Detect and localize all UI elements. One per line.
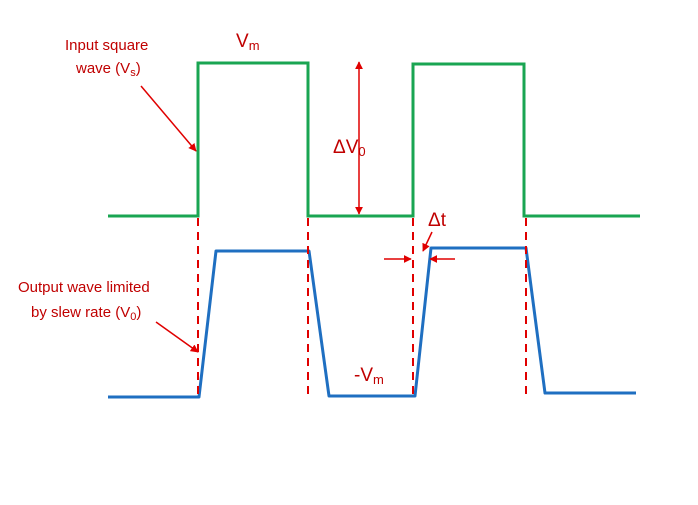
input-pointer-arrow-icon <box>140 85 197 152</box>
input-label-line1: Input square <box>65 37 148 54</box>
output-label-line2: by slew rate (V0) <box>31 304 141 323</box>
input-square-wave <box>108 61 640 218</box>
neg-vm-label: -Vm <box>354 365 384 387</box>
input-label-line2: wave (Vs) <box>75 60 141 79</box>
output-slew-limited-wave <box>108 246 636 399</box>
transition-markers <box>197 218 527 396</box>
delta-v0-label: ΔV0 <box>333 137 366 159</box>
vm-label: Vm <box>236 31 260 53</box>
delta-t-pointer-arrow-icon <box>422 231 433 252</box>
delta-t-label: Δt <box>428 210 447 231</box>
output-label-line1: Output wave limited <box>18 279 150 296</box>
output-pointer-arrow-icon <box>155 321 199 353</box>
